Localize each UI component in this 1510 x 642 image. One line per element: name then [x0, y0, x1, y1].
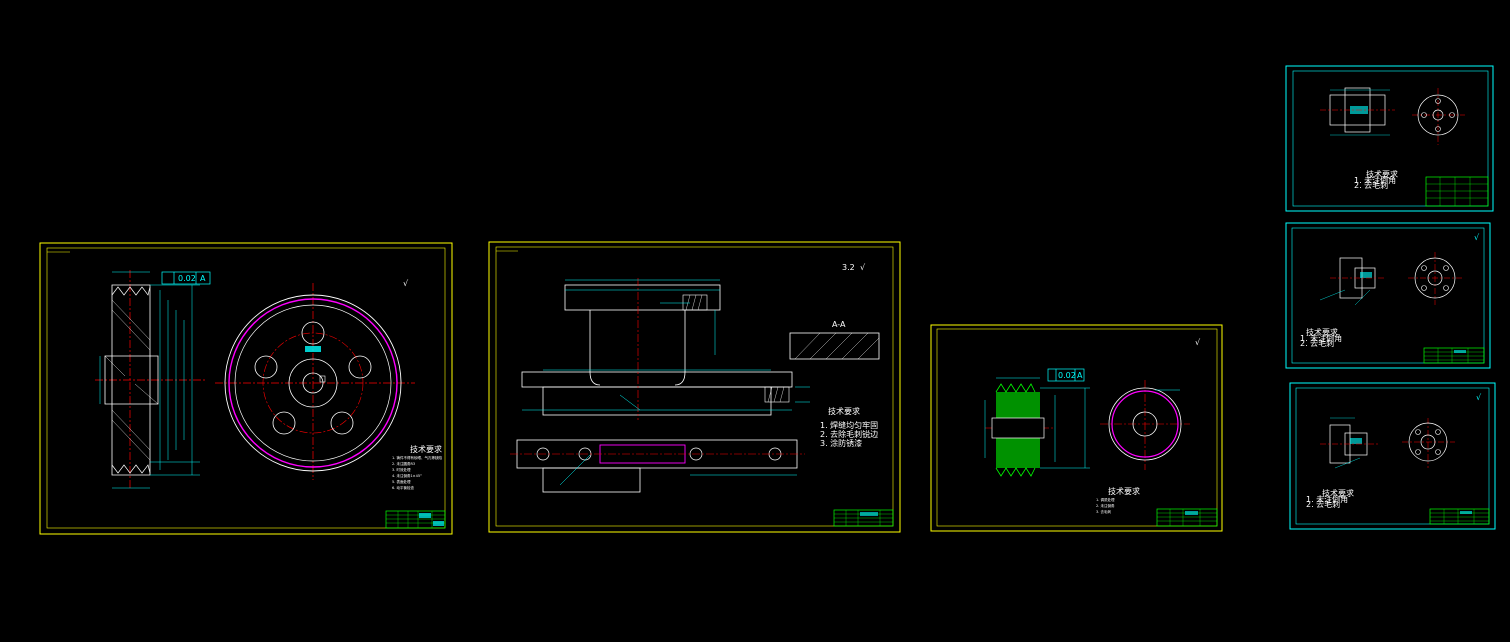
hub-1-section	[1319, 257, 1385, 306]
tolerance-value: 0.02	[178, 274, 196, 283]
svg-text:A-A: A-A	[832, 320, 846, 329]
svg-text:3. 涂防锈漆: 3. 涂防锈漆	[820, 438, 862, 448]
svg-text:技术要求: 技术要求	[1306, 327, 1338, 337]
pulley-section-view: 0.02 A	[95, 270, 211, 490]
svg-text:1. 铸件不得有砂眼、气孔等缺陷: 1. 铸件不得有砂眼、气孔等缺陷	[392, 455, 442, 460]
svg-text:技术要求: 技术要求	[1322, 488, 1354, 498]
svg-text:√: √	[1476, 393, 1482, 402]
svg-text:技术要求: 技术要求	[410, 444, 442, 454]
tech-requirements-1: 技术要求 1. 铸件不得有砂眼、气孔等缺陷 2. 未注圆角R3 3. 时效处理 …	[392, 444, 442, 490]
svg-text:3. 去毛刺: 3. 去毛刺	[1096, 509, 1111, 514]
svg-text:4. 未注倒角1×45°: 4. 未注倒角1×45°	[392, 473, 422, 478]
roughness-mark: 3.2	[842, 263, 855, 272]
svg-text:2. 去除毛刺锐边: 2. 去除毛刺锐边	[820, 429, 878, 439]
svg-text:√: √	[860, 263, 866, 272]
flange-front	[1412, 88, 1465, 145]
svg-text:3. 时效处理: 3. 时效处理	[392, 467, 411, 472]
title-block-5	[1423, 347, 1485, 364]
svg-text:2. 去毛刺: 2. 去毛刺	[1306, 499, 1340, 509]
tech-requirements-5: 技术要求 1. 未注倒角 2. 去毛刺	[1300, 327, 1342, 348]
svg-text:2. 未注圆角R3: 2. 未注圆角R3	[392, 461, 415, 466]
svg-text:2. 未注倒角: 2. 未注倒角	[1096, 503, 1115, 508]
svg-text:技术要求: 技术要求	[1366, 169, 1398, 179]
tech-requirements-2: 技术要求 1. 焊缝均匀牢固 2. 去除毛刺锐边 3. 涂防锈漆	[820, 406, 878, 448]
svg-text:5. 表面处理: 5. 表面处理	[392, 479, 411, 484]
drawing-sheet-hub-2[interactable]: √ 技术要求 1. 未注倒角 2. 去毛刺	[1289, 382, 1496, 530]
frame-main-view	[521, 278, 810, 420]
svg-text:2. 去毛刺: 2. 去毛刺	[1354, 180, 1388, 190]
title-block-3	[1156, 508, 1218, 527]
drawing-sheet-frame[interactable]: A-A 3.2 √ 技术要求 1. 焊缝均匀牢固 2.	[488, 241, 901, 533]
svg-text:1. 调质处理: 1. 调质处理	[1096, 497, 1115, 502]
hub-1-front	[1408, 252, 1462, 305]
tech-requirements-3: 技术要求 1. 调质处理 2. 未注倒角 3. 去毛刺	[1096, 486, 1140, 514]
drawing-sheet-pulley[interactable]: 0.02 A √ 技术要求 1. 铸件不得有砂眼、气孔等缺陷	[39, 242, 453, 535]
drawing-sheet-small-pulley[interactable]: 0.02 A √ 技术要求 1. 调质处理 2. 未注倒角 3. 去毛刺	[930, 324, 1223, 532]
svg-text:2. 去毛刺: 2. 去毛刺	[1300, 338, 1334, 348]
drawing-sheet-hub-1[interactable]: √ 技术要求 1. 未注倒角 2. 去毛刺	[1285, 222, 1491, 369]
svg-text:技术要求: 技术要求	[828, 406, 860, 416]
svg-text:√: √	[1474, 233, 1480, 242]
svg-text:√: √	[1195, 338, 1201, 347]
pulley-front-view	[215, 283, 415, 480]
hub-2-section	[1320, 417, 1378, 469]
svg-text:6. 动平衡检查: 6. 动平衡检查	[392, 485, 414, 490]
tech-requirements-6: 技术要求 1. 未注倒角 2. 去毛刺	[1306, 488, 1354, 509]
svg-text:1. 焊缝均匀牢固: 1. 焊缝均匀牢固	[820, 420, 878, 430]
title-block-1	[385, 510, 446, 529]
frame-bottom-view	[510, 439, 805, 493]
svg-text:A: A	[1077, 371, 1083, 380]
small-pulley-front	[1100, 380, 1190, 470]
svg-text:√: √	[403, 279, 409, 288]
svg-text:0.02: 0.02	[1058, 371, 1076, 380]
title-block-2	[833, 509, 894, 527]
small-pulley-section: 0.02 A	[984, 368, 1090, 477]
drawing-sheet-flange[interactable]: 技术要求 1. 未注倒角 2. 去毛刺	[1285, 65, 1494, 212]
flange-section	[1320, 87, 1395, 136]
svg-text:1. 未注倒角: 1. 未注倒角	[1354, 175, 1396, 185]
svg-text:1. 未注倒角: 1. 未注倒角	[1300, 333, 1342, 343]
svg-text:1. 未注倒角: 1. 未注倒角	[1306, 494, 1348, 504]
title-block-4	[1425, 176, 1489, 207]
hub-2-front	[1402, 418, 1455, 468]
section-a-a: A-A	[789, 320, 880, 360]
svg-text:技术要求: 技术要求	[1108, 486, 1140, 496]
title-block-6	[1429, 508, 1490, 525]
tech-requirements-4: 技术要求 1. 未注倒角 2. 去毛刺	[1354, 169, 1398, 190]
tolerance-datum: A	[200, 274, 206, 283]
